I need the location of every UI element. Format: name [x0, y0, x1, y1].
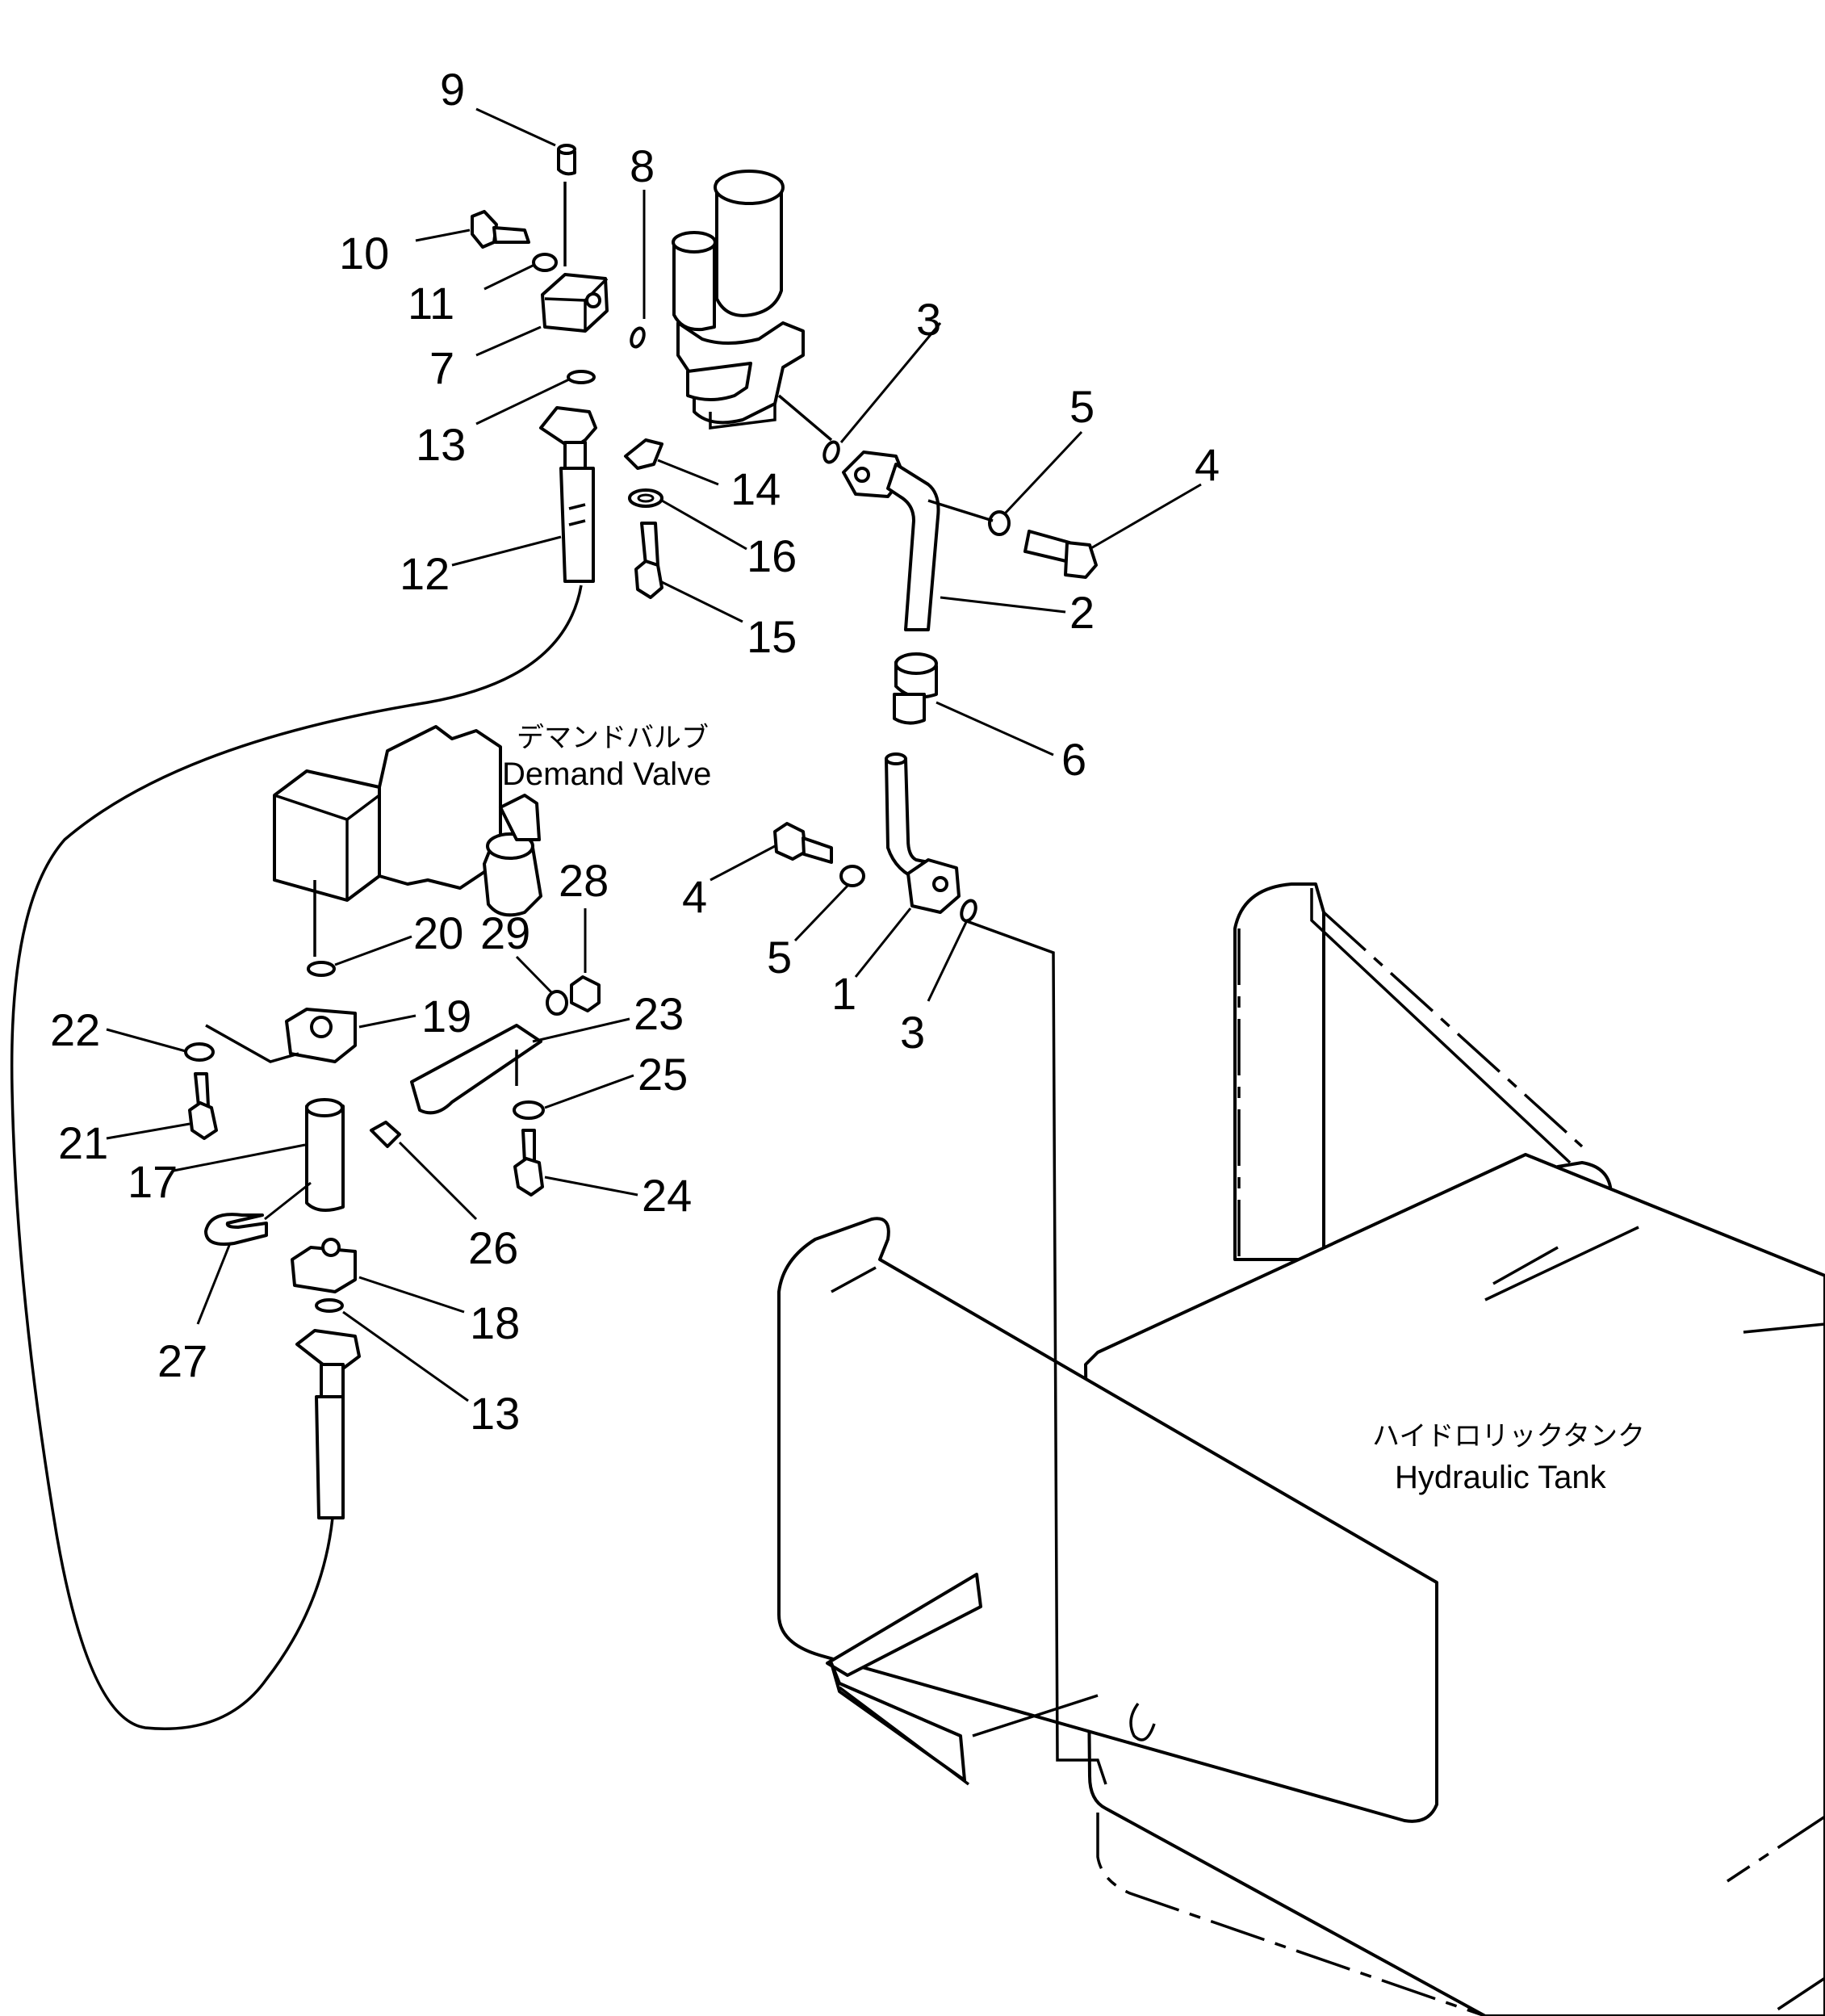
callout-label: 23 [634, 988, 684, 1039]
callout-label: 21 [58, 1117, 108, 1168]
callout-label: 24 [642, 1170, 692, 1221]
callout-label: 7 [429, 342, 454, 393]
callout-label: 22 [50, 1004, 100, 1055]
callout-label: 5 [767, 932, 792, 983]
callout-label: 19 [421, 991, 471, 1042]
callout-label: 29 [480, 907, 530, 958]
callout-label: 11 [408, 278, 454, 329]
callout-label: 1 [831, 968, 856, 1019]
callout-label: 12 [400, 548, 450, 599]
callout-label: 20 [413, 907, 463, 958]
callout-label: 10 [339, 228, 389, 279]
callout-label: 4 [1195, 439, 1220, 490]
callout-label: 14 [730, 463, 781, 514]
callout-label: 3 [916, 294, 941, 345]
callout-leaders [106, 107, 1202, 1402]
callout-label: 28 [559, 855, 609, 906]
parts [10, 144, 1107, 1785]
hydraulic-tank-caption-jp: ハイドロリックタンク [1372, 1420, 1645, 1452]
callout-label: 8 [630, 140, 655, 191]
callout-label: 18 [470, 1297, 520, 1348]
captions: デマンドバルブ Demand Valve ハイドロリックタンク Hydrauli… [502, 722, 1645, 1495]
callout-label: 4 [682, 871, 707, 922]
callout-label: 13 [470, 1388, 520, 1439]
callout-numbers: 9 8 10 11 7 13 3 5 4 14 16 12 15 2 6 4 5… [50, 64, 1220, 1439]
demand-valve-caption-jp: デマンドバルブ [517, 722, 709, 754]
callout-label: 9 [440, 64, 465, 115]
callout-label: 27 [157, 1335, 207, 1386]
hydraulic-tank [777, 882, 1825, 2016]
callout-label: 5 [1069, 381, 1095, 432]
callout-label: 13 [416, 419, 466, 470]
hydraulic-tank-caption-en: Hydraulic Tank [1395, 1460, 1607, 1495]
callout-label: 15 [747, 611, 797, 662]
callout-label: 6 [1061, 734, 1086, 785]
pump-motor [672, 170, 833, 442]
callout-label: 2 [1069, 587, 1095, 638]
callout-label: 17 [128, 1156, 178, 1207]
demand-valve-caption-en: Demand Valve [502, 757, 711, 792]
callout-label: 16 [747, 530, 797, 581]
callout-label: 3 [900, 1007, 925, 1058]
callout-label: 25 [638, 1049, 688, 1100]
callout-label: 26 [468, 1222, 518, 1273]
